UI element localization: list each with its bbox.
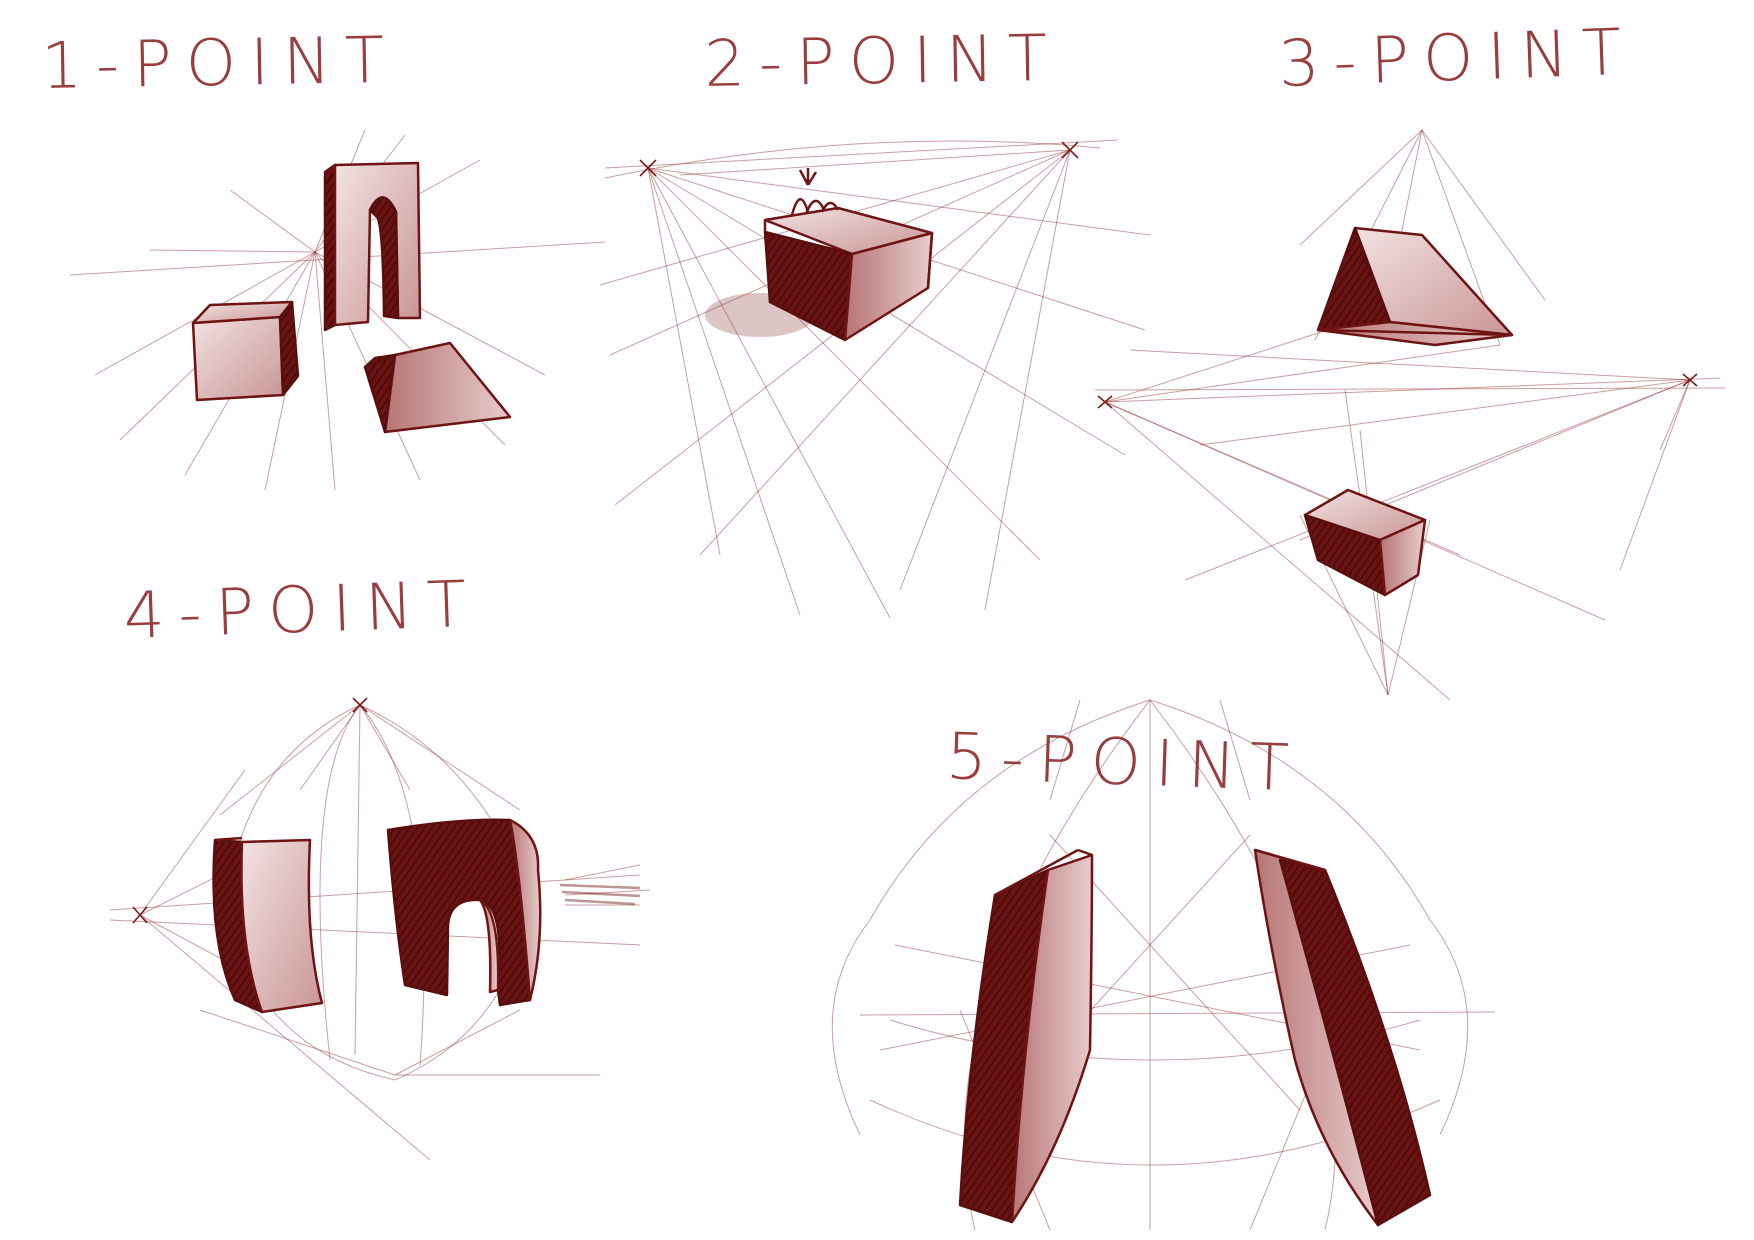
three-point-upper-prism [1316, 226, 1514, 347]
four-point-streak [559, 883, 641, 906]
four-point-guides [109, 704, 651, 1161]
three-point-vanishing-marks [1097, 373, 1698, 409]
three-point-guides [1094, 129, 1726, 701]
five-point-sketch [831, 699, 1496, 1231]
one-point-prism [363, 341, 512, 434]
one-point-arch [323, 161, 422, 332]
four-point-sketch [109, 697, 651, 1161]
two-point-sketch [599, 139, 1151, 619]
four-point-vanishing-marks [132, 697, 368, 924]
four-point-right-arch [386, 818, 542, 1007]
one-point-sketch [69, 129, 606, 491]
five-point-left-slab [958, 848, 1094, 1224]
four-point-left-slab [212, 836, 324, 1014]
one-point-cube [191, 300, 300, 402]
three-point-lower-box [1303, 488, 1427, 597]
five-point-right-slab [1253, 848, 1432, 1227]
two-point-vanishing-marks [639, 141, 1079, 177]
two-point-box [705, 206, 934, 342]
two-point-decoration [790, 168, 840, 216]
two-point-guides [599, 139, 1151, 619]
three-point-sketch [1094, 129, 1726, 701]
